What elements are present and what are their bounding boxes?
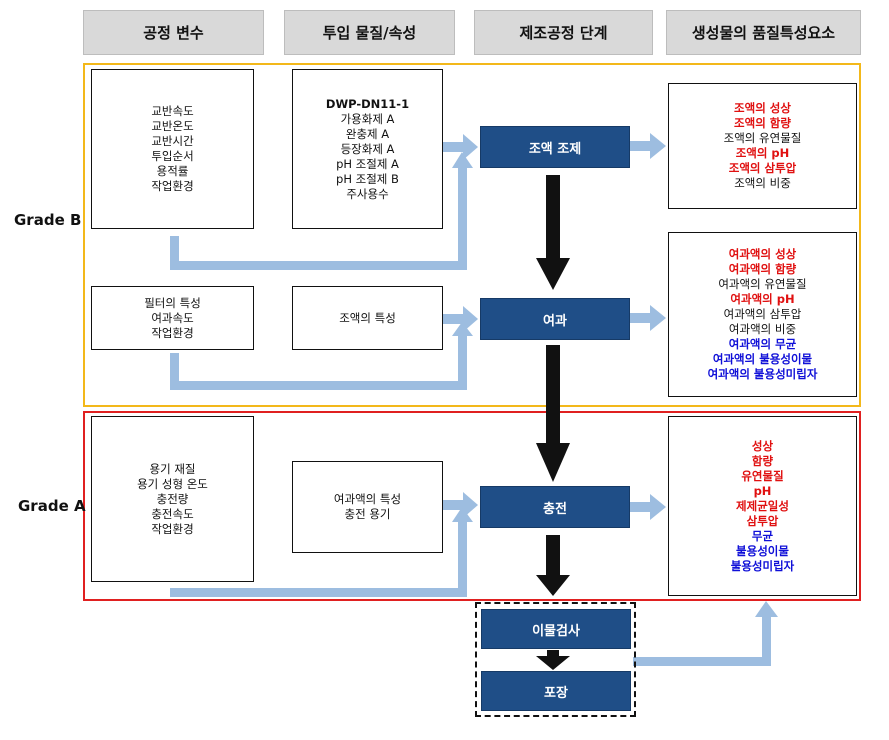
process-var-item: 작업환경 bbox=[151, 325, 194, 340]
process-var-item: 투입순서 bbox=[151, 149, 194, 163]
input-item: 주사용수 bbox=[346, 186, 389, 201]
header-quality-attributes: 생성물의 품질특성요소 bbox=[666, 10, 861, 55]
header-process-variables: 공정 변수 bbox=[83, 10, 264, 55]
step-filtration: 여과 bbox=[480, 298, 630, 340]
grade-a-region bbox=[83, 411, 861, 601]
quality-item: 여과액의 불용성이물 bbox=[712, 352, 813, 366]
input-item: DWP-DN11-1 bbox=[325, 96, 410, 111]
process-var-item: 용기 성형 온도 bbox=[137, 476, 208, 491]
inputs-mixing: DWP-DN11-1 가용화제 A 완충제 A 등장화제 A pH 조절제 A … bbox=[292, 69, 443, 229]
process-var-item: 여과속도 bbox=[151, 310, 194, 325]
light-blue-arrows bbox=[170, 133, 778, 666]
step-filling: 충전 bbox=[480, 486, 630, 528]
process-var-item: 교반속도 bbox=[151, 104, 194, 118]
process-var-item: 충전속도 bbox=[151, 506, 194, 521]
step-packaging: 포장 bbox=[481, 671, 631, 711]
quality-item: 무균 bbox=[751, 528, 774, 543]
process-var-item: 작업환경 bbox=[151, 521, 194, 536]
process-var-item: 교반온도 bbox=[151, 119, 194, 133]
process-var-item: 용기 재질 bbox=[149, 461, 196, 476]
quality-item: 조액의 유연물질 bbox=[723, 131, 802, 145]
quality-item: 여과액의 pH bbox=[730, 292, 795, 306]
quality-item: 여과액의 함량 bbox=[728, 262, 797, 276]
process-vars-mixing: 교반속도 교반온도 교반시간 투입순서 용적률 작업환경 bbox=[91, 69, 254, 229]
quality-item: 여과액의 유연물질 bbox=[718, 277, 807, 291]
quality-item: 조액의 성상 bbox=[734, 101, 791, 115]
process-vars-filling: 용기 재질 용기 성형 온도 충전량 충전속도 작업환경 bbox=[91, 416, 254, 582]
quality-filtrate: 여과액의 성상 여과액의 함량 여과액의 유연물질 여과액의 pH 여과액의 삼… bbox=[668, 232, 857, 397]
quality-item: 조액의 함량 bbox=[734, 116, 791, 130]
quality-item: 불용성미립자 bbox=[730, 558, 795, 573]
input-item: 조액의 특성 bbox=[339, 310, 396, 325]
quality-final-product: 성상 함량 유연물질 pH 제제균일성 삼투압 무균 불용성이물 불용성미립자 bbox=[668, 416, 857, 596]
inputs-filling: 여과액의 특성 충전 용기 bbox=[292, 461, 443, 553]
grade-b-region bbox=[83, 63, 861, 407]
quality-item: 불용성이물 bbox=[736, 543, 789, 558]
inspection-packaging-group bbox=[475, 602, 636, 717]
quality-item: 여과액의 무균 bbox=[728, 337, 797, 351]
process-var-item: 충전량 bbox=[156, 491, 189, 506]
quality-item: 조액의 pH bbox=[735, 146, 790, 160]
input-item: 가용화제 A bbox=[340, 111, 395, 126]
input-item: pH 조절제 B bbox=[336, 171, 399, 186]
quality-solution: 조액의 성상 조액의 함량 조액의 유연물질 조액의 pH 조액의 삼투압 조액… bbox=[668, 83, 857, 209]
quality-item: 여과액의 비중 bbox=[728, 322, 797, 336]
process-var-item: 교반시간 bbox=[151, 134, 194, 148]
input-item: 등장화제 A bbox=[340, 141, 395, 156]
quality-item: 여과액의 성상 bbox=[728, 247, 797, 261]
quality-item: pH bbox=[753, 483, 772, 498]
quality-item: 여과액의 삼투압 bbox=[723, 307, 802, 321]
process-var-item: 필터의 특성 bbox=[144, 295, 201, 310]
quality-item: 함량 bbox=[751, 453, 774, 468]
process-vars-filtration: 필터의 특성 여과속도 작업환경 bbox=[91, 286, 254, 350]
grade-b-label: Grade B bbox=[14, 211, 82, 229]
header-process-steps: 제조공정 단계 bbox=[474, 10, 653, 55]
quality-item: 조액의 삼투압 bbox=[728, 161, 797, 175]
quality-item: 여과액의 불용성미립자 bbox=[707, 367, 818, 381]
input-item: 여과액의 특성 bbox=[333, 492, 402, 506]
input-item: 완충제 A bbox=[345, 126, 390, 141]
process-var-item: 작업환경 bbox=[151, 179, 194, 193]
quality-item: 삼투압 bbox=[746, 513, 779, 528]
quality-item: 제제균일성 bbox=[736, 498, 789, 513]
header-input-materials: 투입 물질/속성 bbox=[284, 10, 455, 55]
input-item: pH 조절제 A bbox=[336, 156, 399, 171]
quality-item: 유연물질 bbox=[741, 468, 784, 483]
inputs-filtration: 조액의 특성 bbox=[292, 286, 443, 350]
quality-item: 조액의 비중 bbox=[734, 176, 791, 190]
black-flow-arrows bbox=[536, 175, 570, 670]
step-inspection: 이물검사 bbox=[481, 609, 631, 649]
process-var-item: 용적률 bbox=[156, 164, 189, 178]
quality-item: 성상 bbox=[751, 438, 774, 453]
grade-a-label: Grade A bbox=[18, 497, 86, 515]
input-item: 충전 용기 bbox=[344, 507, 391, 521]
step-solution-prep: 조액 조제 bbox=[480, 126, 630, 168]
